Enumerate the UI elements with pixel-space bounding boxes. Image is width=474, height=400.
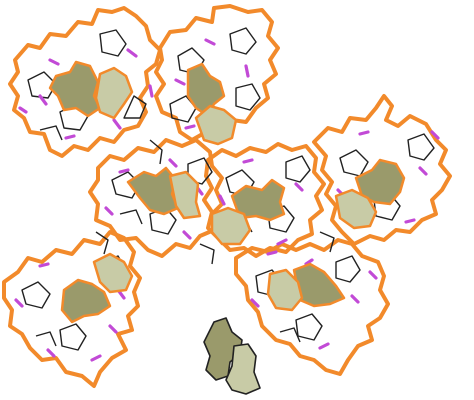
- purple-marker-26: [418, 166, 428, 176]
- purple-marker-16: [104, 206, 114, 216]
- cluster-outline-6: [2, 230, 142, 388]
- tile-edge-33: [95, 231, 109, 255]
- purple-marker-34: [108, 324, 118, 334]
- purple-marker-3: [64, 134, 76, 140]
- purple-marker-15: [168, 158, 178, 168]
- cluster-outline-5: [312, 94, 452, 246]
- purple-marker-40: [304, 258, 314, 266]
- tile-edge-3: [99, 29, 127, 57]
- standalone-tile-b: [225, 343, 261, 395]
- shaded-tile-top-left-a: [48, 60, 102, 118]
- shaded-tile-center-left-b: [168, 170, 202, 220]
- purple-marker-9: [174, 78, 186, 86]
- shaded-tile-bottom-right-a: [292, 262, 346, 308]
- tile-edge-30: [149, 139, 163, 165]
- tile-edge-32: [319, 231, 335, 253]
- tile-edge-29: [279, 327, 301, 343]
- purple-marker-27: [404, 218, 416, 224]
- purple-marker-22: [276, 238, 288, 246]
- purple-marker-8: [18, 106, 28, 114]
- tile-edge-22: [21, 281, 51, 309]
- tile-edge-27: [295, 313, 323, 341]
- tile-edge-7: [229, 27, 257, 55]
- purple-marker-38: [318, 342, 330, 350]
- purple-marker-23: [218, 194, 226, 206]
- purple-marker-33: [46, 348, 56, 358]
- shaded-tile-center-a: [230, 178, 286, 222]
- purple-marker-39: [368, 270, 378, 280]
- purple-marker-6: [148, 84, 154, 98]
- purple-marker-29: [38, 262, 50, 268]
- shaded-tile-top-middle-a: [186, 62, 226, 118]
- shaded-tile-bottom-right-b: [266, 268, 304, 312]
- shaded-tile-top-middle-b: [194, 104, 238, 146]
- cluster-outline-7: [234, 238, 390, 376]
- cluster-outlines: [2, 4, 452, 388]
- purple-marker-17: [182, 230, 192, 240]
- purple-marker-7: [112, 118, 122, 130]
- purple-marker-37: [350, 294, 360, 304]
- purple-marker-2: [38, 94, 48, 106]
- shaded-tile-top-left-b: [94, 66, 134, 120]
- purple-marker-28: [430, 130, 440, 140]
- tile-edge-9: [169, 95, 197, 123]
- purple-marker-30: [14, 298, 24, 308]
- tile-edge-16: [285, 155, 311, 183]
- purple-marker-36: [250, 298, 260, 308]
- purple-marker-11: [244, 64, 250, 78]
- purple-marker-10: [204, 38, 216, 46]
- shaded-tile-center-left-a: [126, 166, 180, 216]
- purple-marker-35: [266, 250, 278, 256]
- tile-edge-31: [199, 243, 215, 265]
- cluster-outline-4: [202, 142, 326, 258]
- shaded-tile-bottom-left-b: [92, 252, 134, 294]
- shaded-tile-right-b: [334, 188, 378, 230]
- cluster-outline-1: [8, 6, 162, 158]
- shaded-tile-center-b: [210, 206, 252, 246]
- standalone-tile-a: [203, 317, 243, 381]
- purple-marker-1: [48, 58, 60, 66]
- cluster-outline-2: [154, 4, 280, 142]
- purple-marker-20: [294, 182, 304, 192]
- purple-marker-5: [126, 48, 138, 58]
- tile-edge-25: [35, 331, 57, 347]
- tile-edge-8: [235, 83, 261, 111]
- purple-marker-13: [184, 124, 196, 130]
- tile-edge-13: [119, 209, 143, 225]
- tile-edge-4: [123, 95, 147, 119]
- tile-edge-5: [39, 125, 63, 141]
- shaded-tiles: [48, 60, 406, 395]
- purple-marker-19: [242, 158, 254, 164]
- shaded-tile-bottom-left-a: [60, 278, 112, 324]
- tile-edge-28: [335, 255, 361, 283]
- purple-marker-25: [358, 130, 370, 136]
- purple-marker-32: [90, 354, 102, 362]
- tile-edge-18: [339, 149, 369, 177]
- tile-edge-23: [59, 323, 87, 351]
- tile-edge-20: [407, 133, 435, 161]
- purple-marker-14: [118, 168, 130, 174]
